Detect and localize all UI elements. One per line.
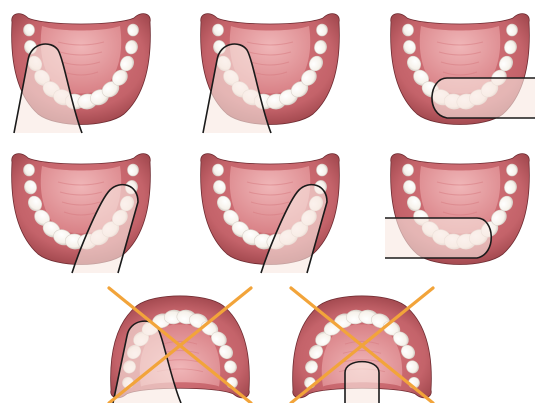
panel-bottom-left [109, 288, 251, 403]
tooth [213, 24, 224, 36]
tray-device [432, 78, 535, 118]
tooth [507, 24, 518, 36]
tooth [24, 164, 35, 176]
tooth [128, 24, 139, 36]
device-bottom-right [345, 362, 379, 403]
panel-top-left [12, 14, 151, 133]
tooth [403, 164, 414, 176]
tooth [507, 164, 518, 176]
tooth [24, 24, 35, 36]
tooth [317, 164, 328, 176]
panel-middle-right [385, 154, 529, 265]
panel-middle-left [12, 154, 151, 273]
tooth [213, 164, 224, 176]
panel-top-middle [201, 14, 340, 133]
panel-middle-middle [201, 154, 340, 273]
tooth [128, 164, 139, 176]
device-top-right [432, 78, 535, 118]
tooth [403, 24, 414, 36]
device-middle-right [385, 218, 491, 258]
panel-bottom-right [291, 288, 433, 403]
tooth [317, 24, 328, 36]
tray-device [345, 362, 379, 403]
panel-top-right [391, 14, 535, 125]
tray-device [385, 218, 491, 258]
